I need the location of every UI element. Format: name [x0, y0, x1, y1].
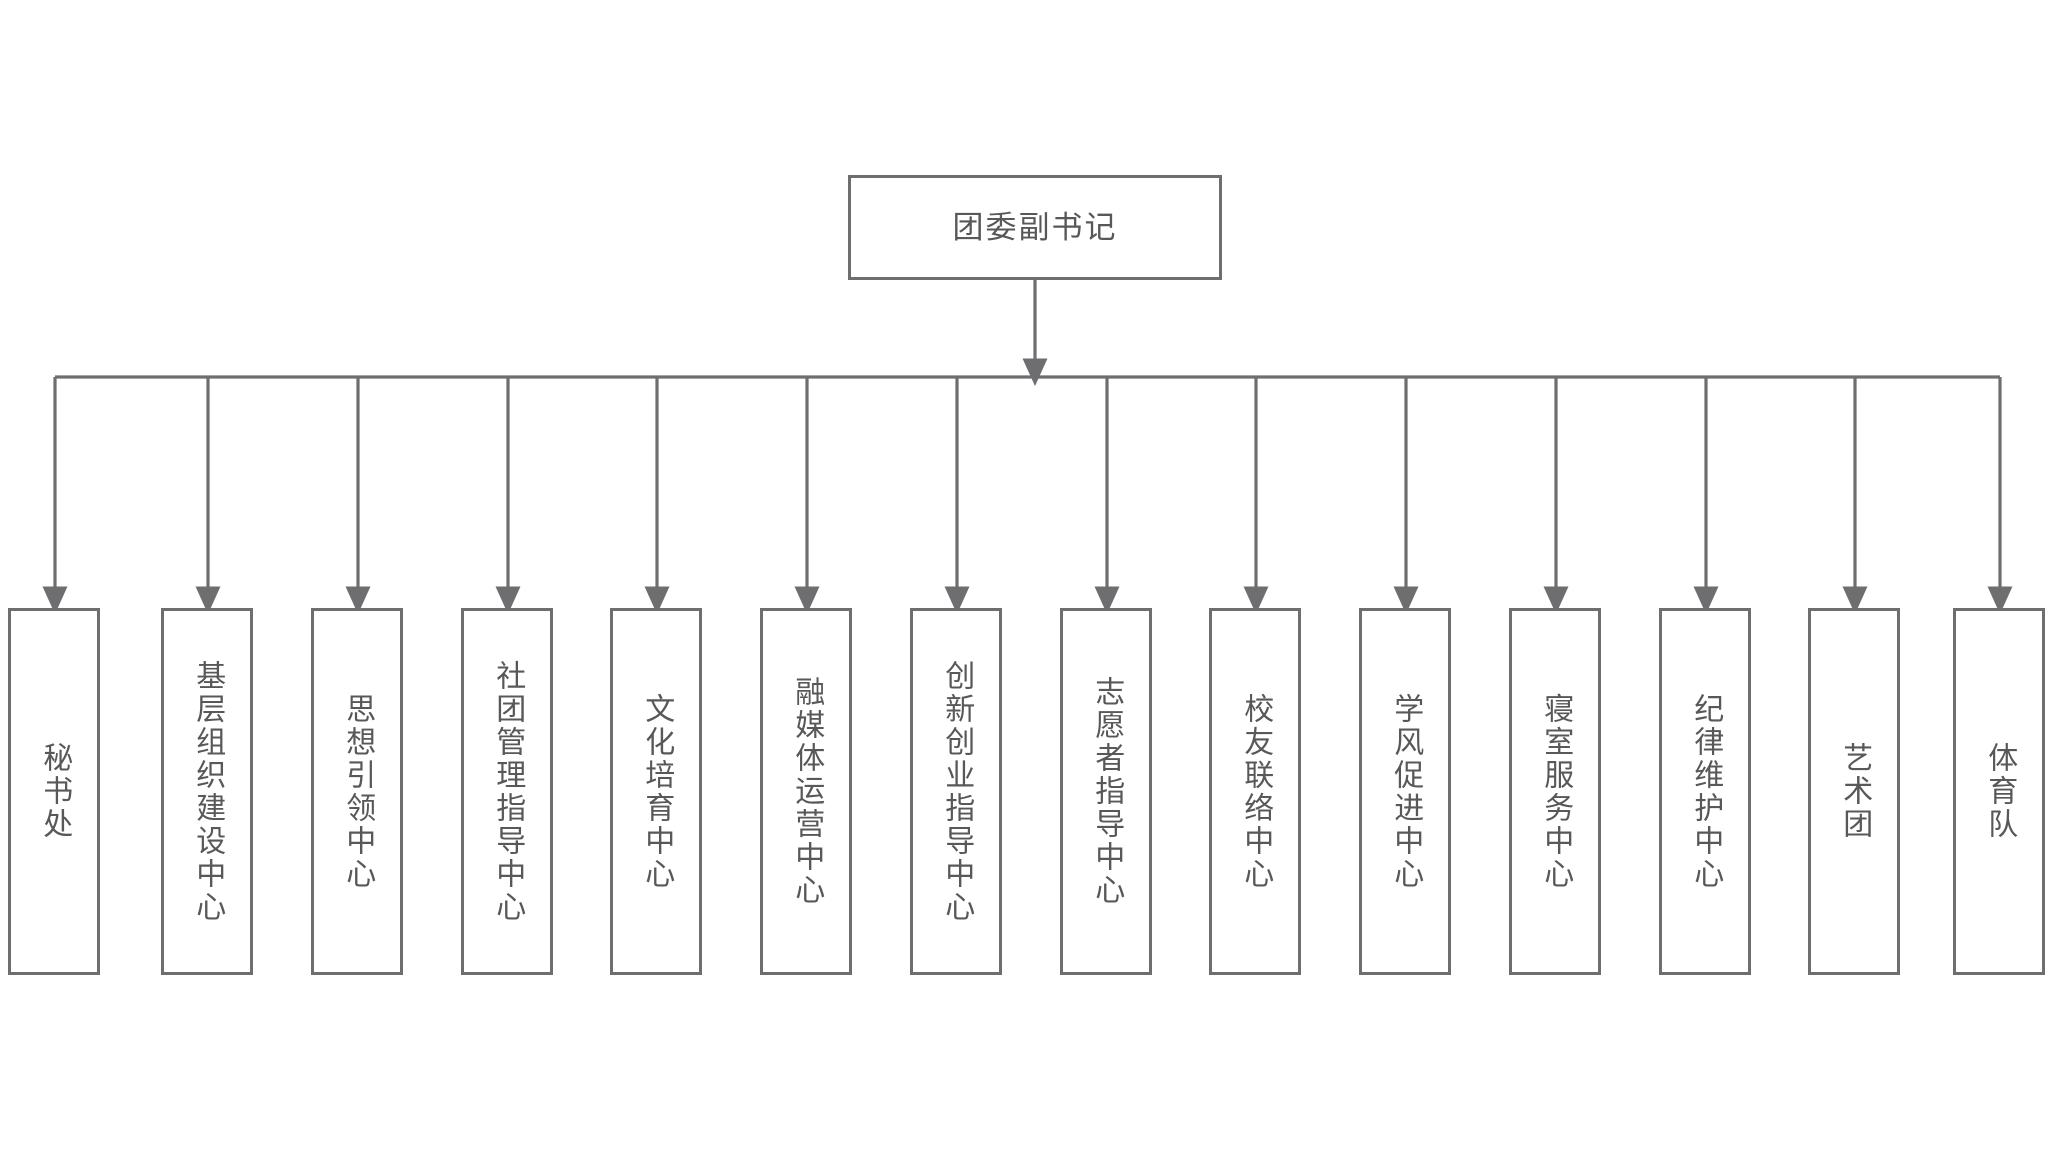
- node-label: 艺术团: [1838, 742, 1872, 841]
- node-label: 寝室服务中心: [1539, 692, 1573, 891]
- node-label: 社团管理指导中心: [491, 659, 525, 924]
- node-club-management[interactable]: 社团管理指导中心: [461, 608, 553, 975]
- node-academic-promotion[interactable]: 学风促进中心: [1359, 608, 1451, 975]
- node-label: 纪律维护中心: [1689, 692, 1723, 891]
- node-art-troupe[interactable]: 艺术团: [1808, 608, 1900, 975]
- node-root-label: 团委副书记: [952, 210, 1118, 245]
- node-label: 融媒体运营中心: [790, 676, 824, 907]
- node-label: 志愿者指导中心: [1090, 676, 1124, 907]
- node-label: 秘书处: [38, 742, 72, 841]
- node-label: 创新创业指导中心: [940, 659, 974, 924]
- node-label: 基层组织建设中心: [191, 659, 225, 924]
- node-grassroots-org[interactable]: 基层组织建设中心: [161, 608, 253, 975]
- node-label: 思想引领中心: [341, 692, 375, 891]
- node-innovation-entrepreneurship[interactable]: 创新创业指导中心: [910, 608, 1002, 975]
- node-label: 文化培育中心: [640, 692, 674, 891]
- node-culture-cultivation[interactable]: 文化培育中心: [610, 608, 702, 975]
- node-dormitory-service[interactable]: 寝室服务中心: [1509, 608, 1601, 975]
- node-volunteer-guidance[interactable]: 志愿者指导中心: [1060, 608, 1152, 975]
- node-label: 学风促进中心: [1389, 692, 1423, 891]
- node-secretariat[interactable]: 秘书处: [8, 608, 100, 975]
- node-sports-team[interactable]: 体育队: [1953, 608, 2045, 975]
- node-ideological-guidance[interactable]: 思想引领中心: [311, 608, 403, 975]
- node-converged-media[interactable]: 融媒体运营中心: [760, 608, 852, 975]
- node-alumni-liaison[interactable]: 校友联络中心: [1209, 608, 1301, 975]
- node-discipline-maintenance[interactable]: 纪律维护中心: [1659, 608, 1751, 975]
- node-label: 体育队: [1983, 742, 2017, 841]
- node-label: 校友联络中心: [1239, 692, 1273, 891]
- node-root-deputy-secretary[interactable]: 团委副书记: [848, 175, 1222, 280]
